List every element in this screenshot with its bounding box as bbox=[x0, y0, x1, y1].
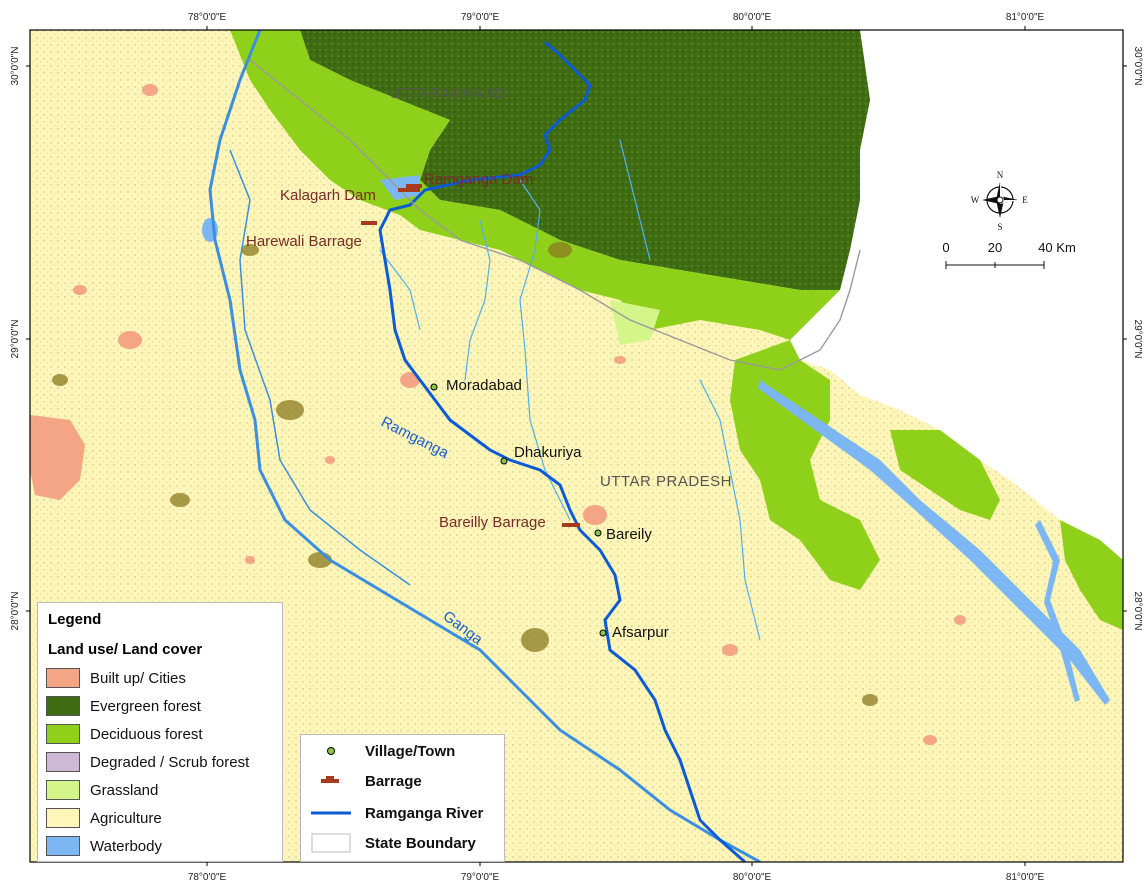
legend-land-cover: Legend Land use/ Land cover Built up/ Ci… bbox=[37, 602, 283, 862]
coord-top-78: 78°0'0"E bbox=[188, 12, 227, 23]
deciduous-forest-area bbox=[230, 30, 840, 340]
coord-bottom-78: 78°0'0"E bbox=[188, 872, 227, 883]
legend-symbol-barrage: Barrage bbox=[309, 769, 422, 793]
legend-item-label: Built up/ Cities bbox=[90, 669, 186, 687]
legend-item-evergreen: Evergreen forest bbox=[46, 695, 201, 717]
legend-item-agriculture: Agriculture bbox=[46, 807, 162, 829]
legend-item-waterbody: Waterbody bbox=[46, 835, 162, 857]
legend-item-grassland: Grassland bbox=[46, 779, 158, 801]
coord-right-30: 30°0'0"N bbox=[1132, 47, 1143, 86]
legend-symbol-label: Village/Town bbox=[365, 742, 456, 760]
legend-symbol-river: Ramganga River bbox=[309, 801, 483, 825]
village-town-icon bbox=[309, 740, 353, 762]
deciduous-patch-east bbox=[730, 340, 880, 590]
coord-left-28: 28°0'0"N bbox=[10, 592, 21, 631]
label-afsarpur: Afsarpur bbox=[612, 624, 669, 641]
river-line-icon bbox=[309, 802, 353, 824]
compass-s: S bbox=[997, 222, 1002, 232]
compass-n: N bbox=[997, 170, 1004, 180]
legend-item-label: Evergreen forest bbox=[90, 697, 201, 715]
scale-bar: 0 20 40 Km bbox=[942, 240, 1076, 269]
coord-right-29: 29°0'0"N bbox=[1132, 320, 1143, 359]
compass-e: E bbox=[1022, 195, 1028, 205]
coord-left-29: 29°0'0"N bbox=[10, 320, 21, 359]
legend-item-deciduous: Deciduous forest bbox=[46, 723, 203, 745]
swatch-waterbody bbox=[46, 836, 80, 856]
ramganga-river bbox=[378, 40, 746, 862]
label-bareily: Bareily bbox=[606, 526, 652, 543]
coord-top-80: 80°0'0"E bbox=[733, 12, 772, 23]
swatch-grassland bbox=[46, 780, 80, 800]
legend-symbol-village: Village/Town bbox=[309, 739, 455, 763]
label-kalagarh-dam: Kalagarh Dam bbox=[280, 187, 376, 204]
barrage-markers bbox=[361, 184, 580, 527]
region-uttarakhand: UTTARAKHAND bbox=[390, 85, 507, 102]
swatch-deciduous bbox=[46, 724, 80, 744]
legend-subtitle: Land use/ Land cover bbox=[48, 641, 203, 658]
legend-item-label: Agriculture bbox=[90, 809, 162, 827]
coord-right-28: 28°0'0"N bbox=[1132, 592, 1143, 631]
evergreen-forest-area bbox=[300, 30, 870, 290]
coord-left-30: 30°0'0"N bbox=[10, 47, 21, 86]
ganga-branch bbox=[229, 149, 411, 586]
legend-symbols: Village/Town Barrage Ramganga River Stat… bbox=[300, 734, 505, 862]
deciduous-patch-ne bbox=[890, 430, 1000, 520]
swatch-agriculture bbox=[46, 808, 80, 828]
state-boundary-icon bbox=[309, 832, 353, 854]
legend-symbol-label: Ramganga River bbox=[365, 804, 484, 822]
map-border bbox=[29, 29, 1124, 863]
coord-bottom-80: 80°0'0"E bbox=[733, 872, 772, 883]
legend-title: Legend bbox=[48, 611, 102, 628]
legend-item-label: Waterbody bbox=[90, 837, 162, 855]
state-boundary-line bbox=[249, 59, 861, 371]
scale-label-20: 20 bbox=[988, 240, 1002, 255]
legend-symbol-label: Barrage bbox=[365, 772, 422, 790]
label-bareilly-barrage: Bareilly Barrage bbox=[439, 514, 546, 531]
graticule-ticks bbox=[26, 26, 1127, 866]
region-uttar-pradesh: UTTAR PRADESH bbox=[600, 473, 732, 490]
swatch-evergreen bbox=[46, 696, 80, 716]
town-markers bbox=[430, 383, 607, 637]
scale-label-0: 0 bbox=[942, 240, 949, 255]
coord-top-79: 79°0'0"E bbox=[461, 12, 500, 23]
legend-item-label: Deciduous forest bbox=[90, 725, 203, 743]
swatch-built-up bbox=[46, 668, 80, 688]
legend-symbol-label: State Boundary bbox=[365, 834, 476, 852]
legend-item-degraded: Degraded / Scrub forest bbox=[46, 751, 249, 773]
coord-bottom-79: 79°0'0"E bbox=[461, 872, 500, 883]
coord-bottom-81: 81°0'0"E bbox=[1006, 872, 1045, 883]
north-arrow-icon: N S E W bbox=[971, 170, 1029, 232]
built-up-areas bbox=[30, 84, 966, 745]
ganga-river bbox=[208, 30, 761, 862]
legend-item-label: Degraded / Scrub forest bbox=[90, 753, 250, 771]
outside-area bbox=[790, 30, 1123, 560]
legend-symbol-state-boundary: State Boundary bbox=[309, 831, 476, 855]
coord-top-81: 81°0'0"E bbox=[1006, 12, 1045, 23]
compass-w: W bbox=[971, 195, 980, 205]
legend-item-label: Grassland bbox=[90, 781, 159, 799]
barrage-icon bbox=[309, 770, 353, 792]
swatch-degraded bbox=[46, 752, 80, 772]
label-ramganga-dam: Ramganga Dam bbox=[424, 171, 533, 188]
tributaries bbox=[379, 139, 761, 641]
deciduous-patch-far-east bbox=[1060, 520, 1123, 630]
label-dhakuriya: Dhakuriya bbox=[514, 444, 582, 461]
label-moradabad: Moradabad bbox=[446, 377, 522, 394]
legend-item-built-up: Built up/ Cities bbox=[46, 667, 186, 689]
scale-label-40: 40 Km bbox=[1038, 240, 1076, 255]
label-harewali-barrage: Harewali Barrage bbox=[246, 233, 362, 250]
